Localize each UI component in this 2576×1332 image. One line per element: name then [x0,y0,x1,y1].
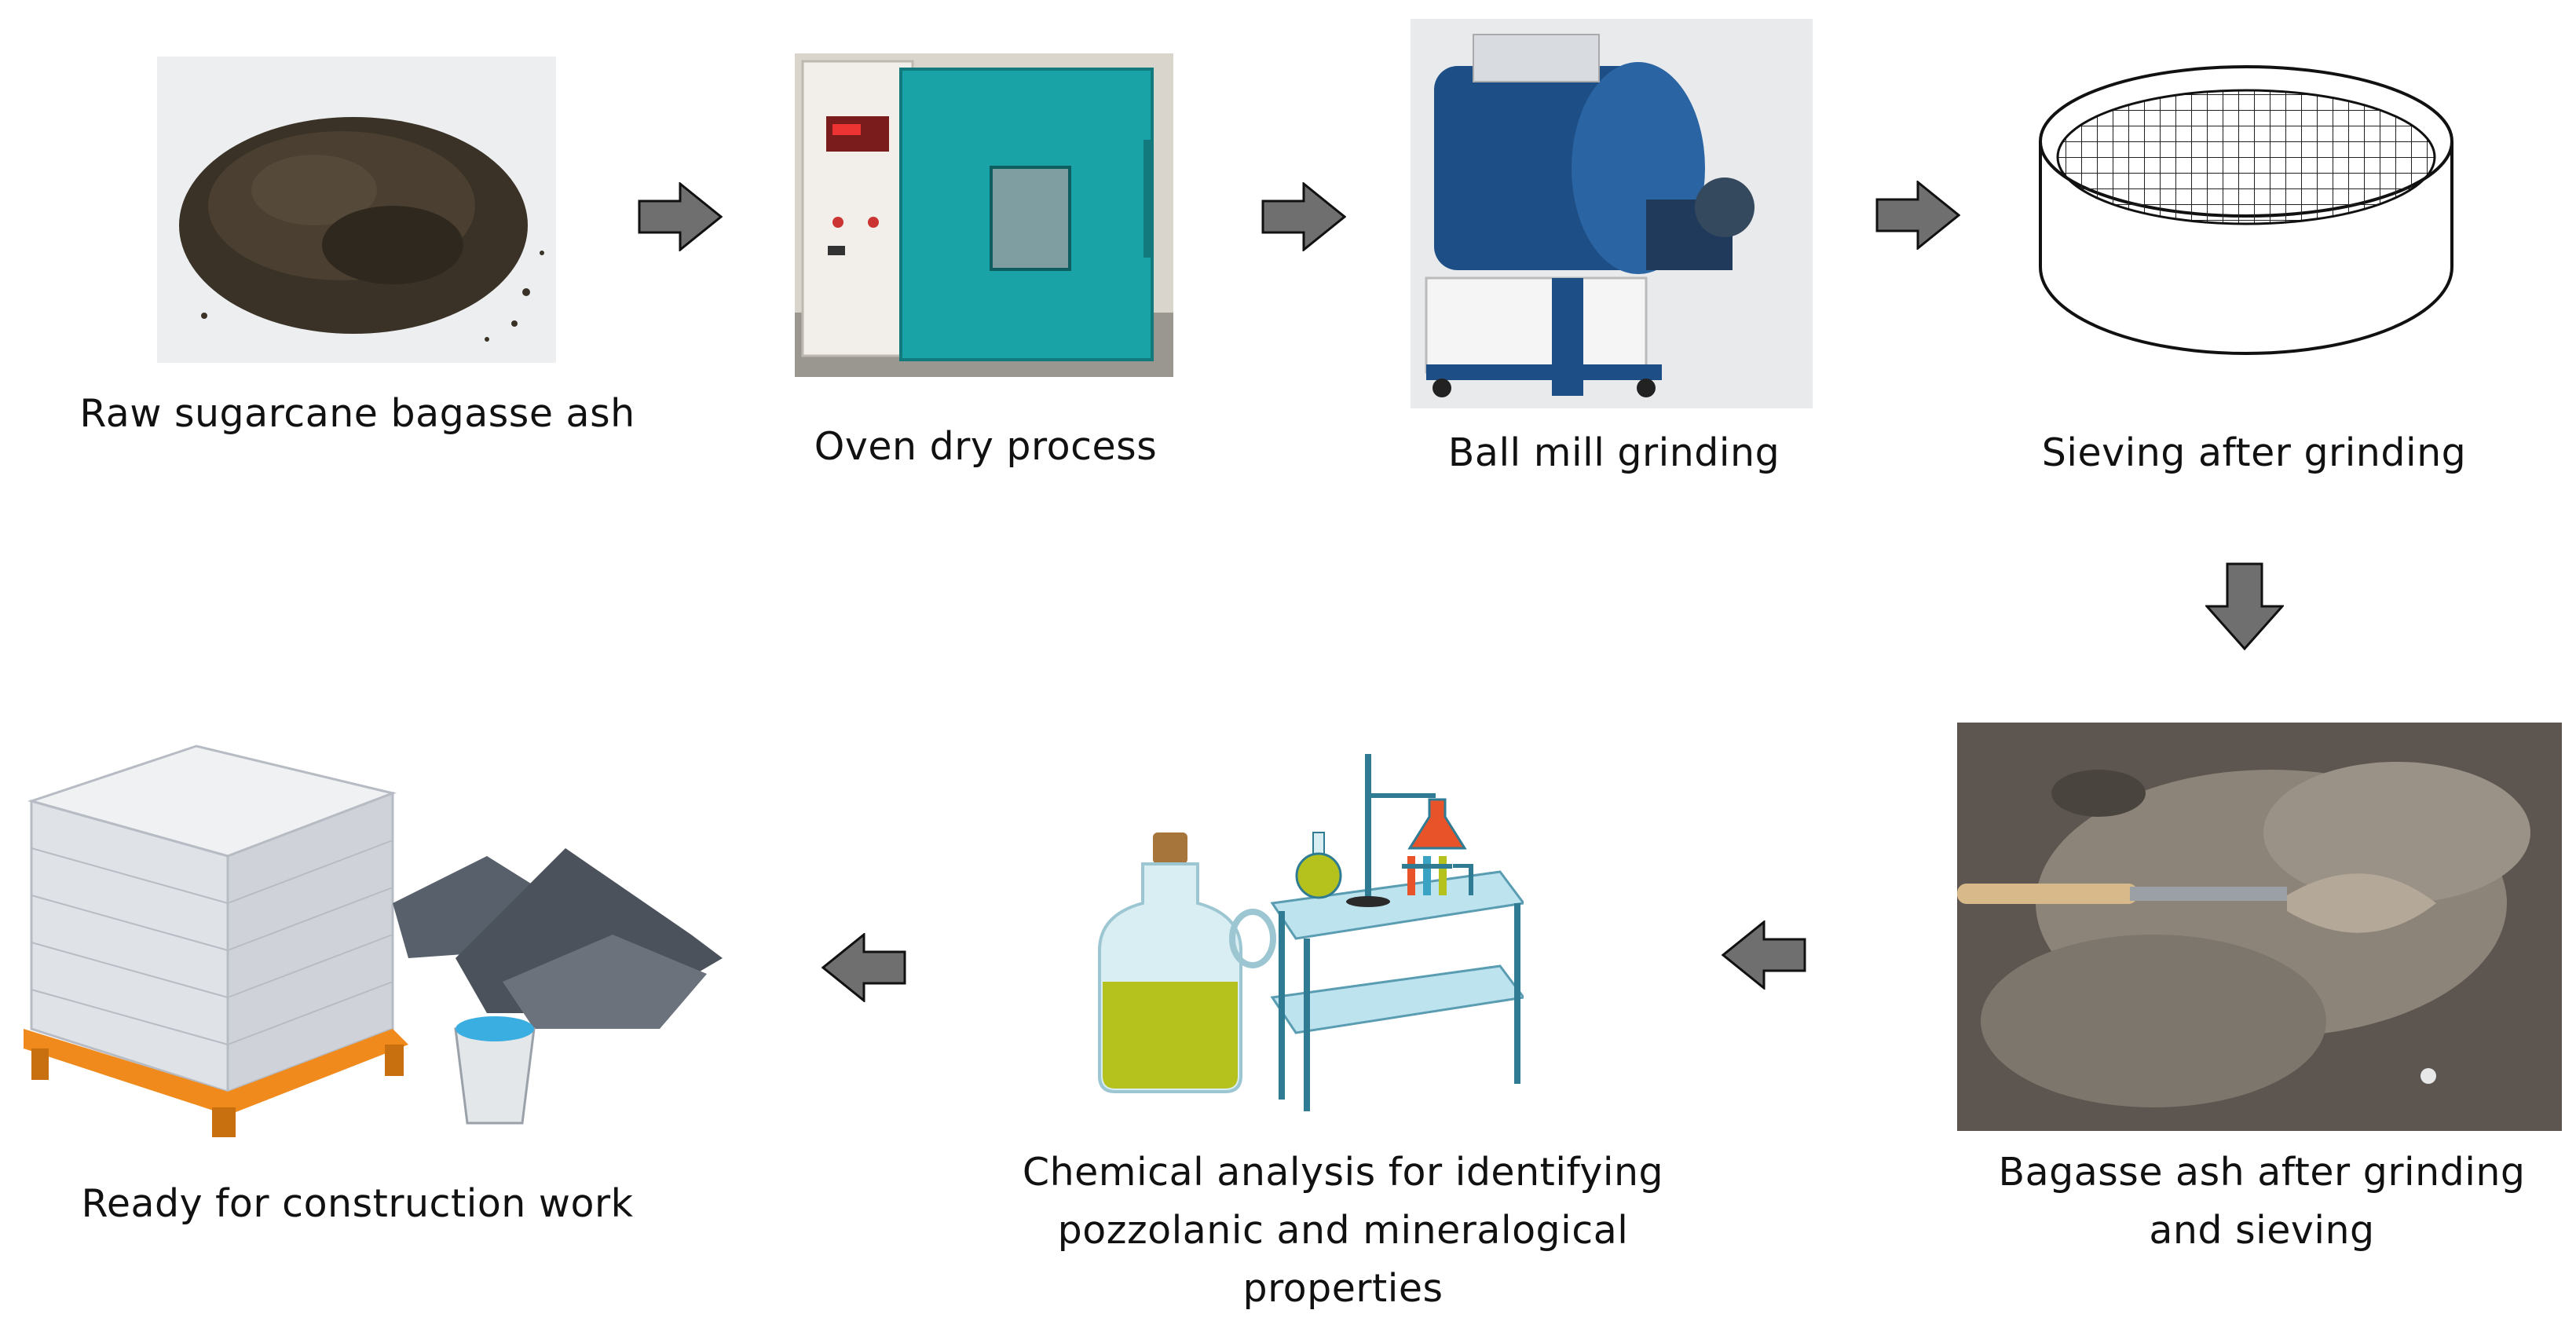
arrow-right-icon [1261,182,1346,251]
arrow-left-icon [821,933,906,1002]
arrow-left-icon [1722,920,1806,990]
caption-chemical-analysis: Chemical analysis for identifying pozzol… [942,1144,1744,1318]
caption-line: and sieving [2149,1208,2375,1253]
caption-line: pozzolanic and mineralogical [1057,1208,1629,1253]
caption-line: properties [1242,1266,1444,1311]
caption-ball-mill-grinding: Ball mill grinding [1447,430,1780,475]
oven-image [795,53,1173,377]
caption-line: Bagasse ash after grinding [1998,1150,2526,1195]
caption-sieving-after-grinding: Sieving after grinding [2041,430,2467,475]
chemical-analysis-image [1084,746,1524,1115]
arrow-right-icon [638,182,723,251]
bricks-pallet-image [16,699,738,1139]
caption-line: Chemical analysis for identifying [1022,1150,1664,1195]
sieve-image [2034,63,2458,361]
arrow-down-icon [2205,562,2284,650]
arrow-right-icon [1875,181,1960,250]
caption-raw-bagasse-ash: Raw sugarcane bagasse ash [79,391,635,436]
raw-bagasse-ash-image [157,57,556,363]
caption-ready-for-construction: Ready for construction work [81,1181,634,1226]
ball-mill-image [1411,19,1813,408]
caption-oven-dry-process: Oven dry process [814,424,1158,469]
ground-bagasse-ash-image [1957,723,2562,1131]
caption-ground-bagasse-ash: Bagasse ash after grinding and sieving [1916,1144,2576,1260]
